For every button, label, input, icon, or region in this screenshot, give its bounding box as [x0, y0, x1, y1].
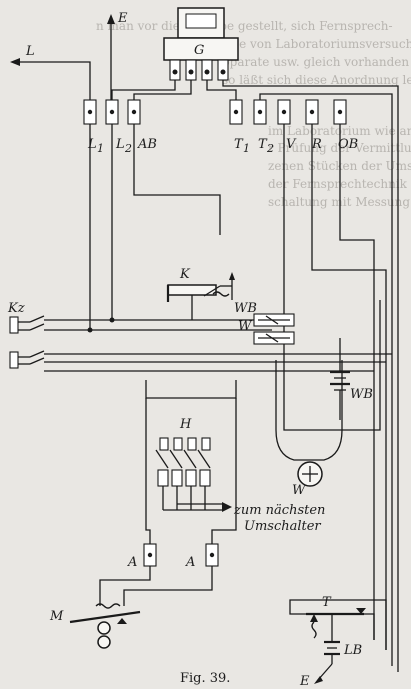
- label-T1-sub: 1: [243, 142, 250, 155]
- bg-line-8: der Fernsprechtechnik: [268, 177, 408, 191]
- label-K: K: [179, 267, 191, 282]
- switch-block-H: H: [145, 380, 237, 510]
- key-Kz-lower: [9, 351, 19, 369]
- bg-line-3: pparate usw. gleich vorhanden zur Versuc…: [222, 55, 411, 69]
- label-L-left: L: [25, 44, 35, 59]
- label-W-motor: W: [292, 483, 307, 498]
- pin-dot: [172, 69, 178, 75]
- meter-M-roller-lower: [97, 635, 111, 649]
- pin-dot: [188, 69, 194, 75]
- pin-dot: [204, 69, 210, 75]
- label-E-top: E: [117, 11, 128, 26]
- label-next-switch-1: zum nächsten: [233, 503, 325, 518]
- terminal-group-left: L 1 L 2 AB: [83, 99, 157, 155]
- label-M: M: [49, 609, 64, 624]
- bg-line-1: n man vor die Aufgabe gestellt, sich Fer…: [96, 19, 393, 33]
- key-T: T LB E: [289, 595, 387, 689]
- label-E-bottom: E: [299, 674, 310, 689]
- relay-K: K: [166, 267, 235, 320]
- plug-G-slot: [185, 13, 217, 29]
- bg-line-2: iese von Laboratoriumsversuchen herzuste…: [222, 37, 411, 51]
- wires-left-down: [89, 124, 221, 330]
- label-L2-sub: 2: [124, 142, 132, 155]
- label-next-switch-2: Umschalter: [244, 519, 321, 534]
- label-Kz: Kz: [7, 301, 25, 316]
- wires-G: [111, 80, 399, 672]
- label-V: V: [286, 137, 297, 152]
- earth-arrow-top: E: [107, 11, 128, 100]
- terminal-group-right: T 1 T 2 V R OB: [229, 99, 358, 155]
- wires-right-bundle: [259, 93, 393, 666]
- battery-WB: WB: [330, 338, 373, 420]
- plug-G-body: [163, 37, 239, 61]
- label-L1-sub: 1: [97, 142, 104, 155]
- label-T-key: T: [322, 595, 332, 610]
- kz-buses: [44, 317, 392, 372]
- plug-G: G: [163, 7, 239, 81]
- label-WB-switch: WB: [234, 301, 257, 316]
- plug-G-label: G: [194, 43, 204, 58]
- wires-next-switch: zum nächsten Umschalter: [163, 502, 325, 534]
- label-T2-sub: 2: [266, 142, 274, 155]
- label-H: H: [179, 417, 192, 432]
- label-T2: T: [258, 137, 268, 152]
- motor-W: W: [275, 360, 343, 498]
- key-switch-Kz: Kz: [7, 301, 45, 369]
- bg-line-4: so läßt sich diese Anordnung leicht ausg…: [222, 73, 411, 87]
- label-WB-battery: WB: [350, 387, 373, 402]
- meter-M: M: [49, 603, 141, 649]
- label-T1: T: [234, 137, 244, 152]
- meter-M-roller-upper: [97, 621, 111, 635]
- line-arrow-L: L: [10, 44, 91, 100]
- label-L2: L: [115, 137, 125, 152]
- pin-dot: [220, 69, 226, 75]
- label-LB: LB: [343, 643, 362, 658]
- label-L1: L: [87, 137, 97, 152]
- switches-WB-W: WB W: [234, 301, 295, 345]
- wires-to-A: [145, 472, 237, 544]
- label-R: R: [311, 137, 322, 152]
- label-AB: AB: [137, 137, 157, 152]
- label-W-switch: W: [238, 319, 253, 334]
- label-OB: OB: [338, 137, 358, 152]
- figure-caption: Fig. 39.: [180, 671, 230, 686]
- label-A-right: A: [185, 555, 195, 570]
- label-A-left: A: [127, 555, 137, 570]
- key-Kz-upper: [9, 316, 19, 334]
- terminals-A: A A: [99, 543, 219, 606]
